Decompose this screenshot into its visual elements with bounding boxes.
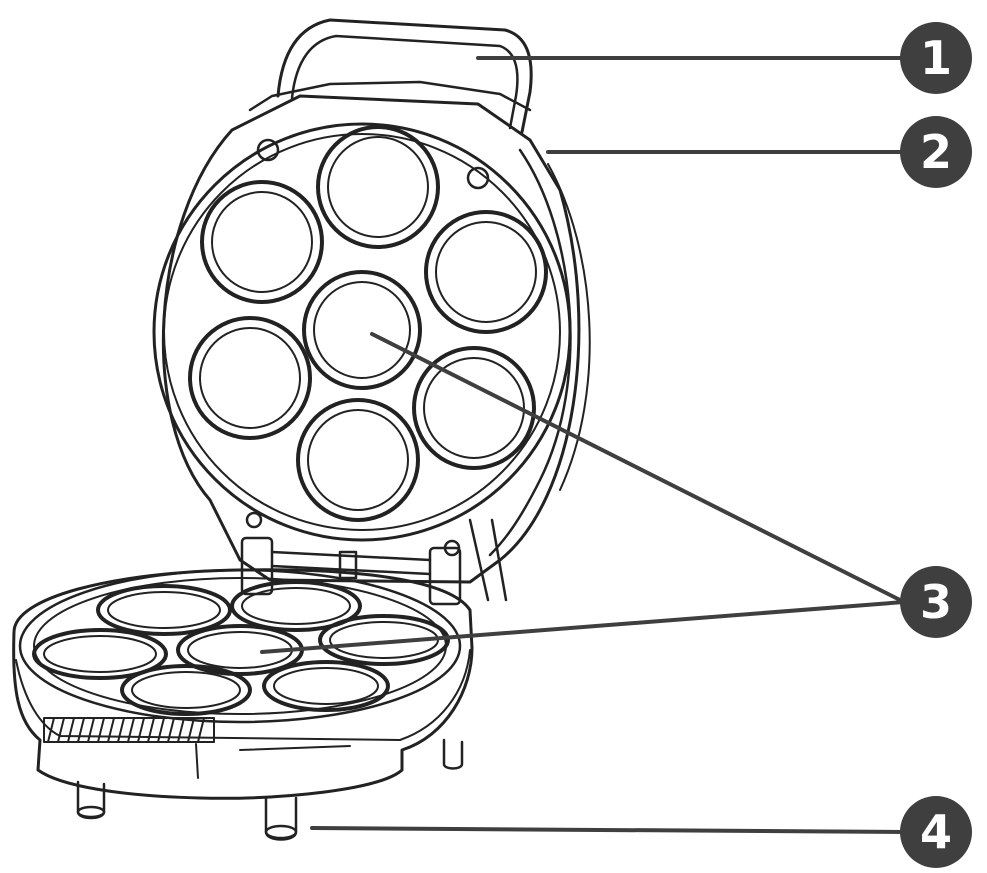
base-cavity (120, 664, 252, 716)
lid-cavity (188, 316, 312, 440)
lid-handle (276, 18, 533, 134)
leader-line-4 (310, 826, 906, 834)
callout-badge-2: 2 (900, 116, 972, 188)
base-plate (18, 568, 462, 724)
lid-plate (152, 122, 572, 542)
lid-cavities (188, 125, 548, 522)
leader-line-3a (370, 332, 906, 604)
callout-badge-4: 4 (900, 796, 972, 868)
vent-grille (43, 717, 215, 743)
hinge (240, 518, 508, 606)
callout-badge-3: 3 (900, 566, 972, 638)
callout-badge-1: 1 (900, 22, 972, 94)
base-feet (76, 738, 464, 841)
base-cavity (96, 584, 232, 636)
lid-cavity (412, 346, 536, 470)
lid-cavity (316, 125, 440, 249)
lid-cavity (424, 210, 548, 334)
base-cavity (262, 660, 390, 712)
base-unit (12, 568, 474, 841)
lid-cavity (200, 180, 324, 304)
base-cavity (32, 628, 168, 680)
leader-line-3b (260, 600, 906, 654)
lid-cavity (296, 398, 420, 522)
upper-lid (152, 18, 591, 584)
leader-lines (260, 56, 906, 834)
lid-cavity (302, 270, 422, 390)
base-cavity (230, 580, 362, 632)
